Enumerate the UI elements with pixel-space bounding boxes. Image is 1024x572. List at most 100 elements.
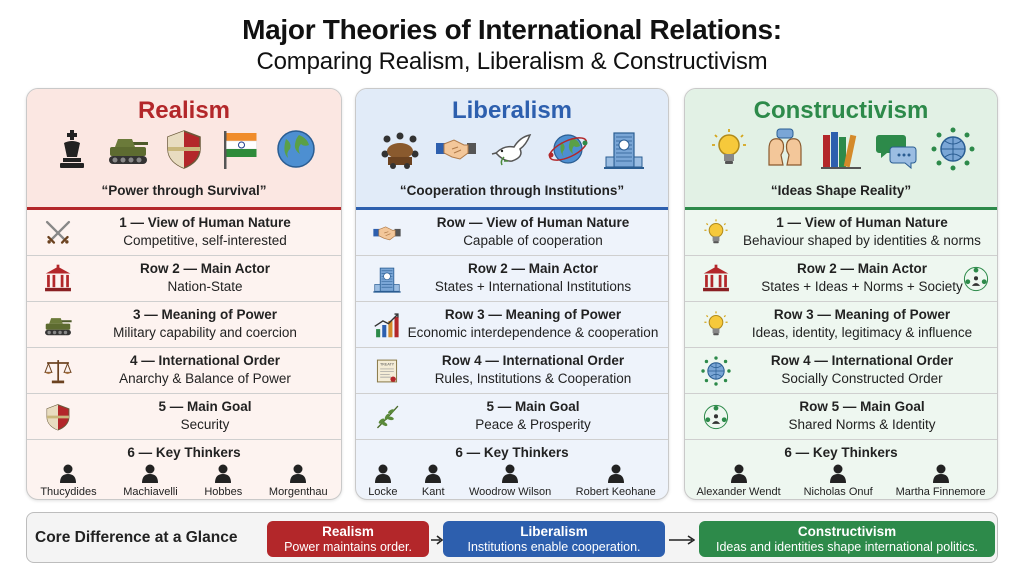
lightbulb-icon <box>701 218 731 248</box>
thinker-name: Martha Finnemore <box>895 486 986 498</box>
thinker-name: Nicholas Onuf <box>803 486 873 498</box>
thinker-name: Alexander Wendt <box>696 486 781 498</box>
person-icon <box>139 462 161 484</box>
row-title: 6 — Key Thinkers <box>455 445 569 460</box>
thinker: Woodrow Wilson <box>469 462 551 498</box>
footer-label: Core Difference at a Glance <box>35 529 238 546</box>
liberalism-rows: Row — View of Human Nature Capable of co… <box>356 210 668 499</box>
shield-icon <box>43 402 73 432</box>
row-value: Rules, Institutions & Cooperation <box>434 371 632 386</box>
constructivism-title: Constructivism <box>753 97 929 124</box>
person-icon <box>827 462 849 484</box>
person-icon <box>212 462 234 484</box>
row-title: 5 — Main Goal <box>158 399 252 414</box>
row-title: Row 2 — Main Actor <box>467 261 598 276</box>
network-globe-icon <box>931 127 975 171</box>
footer-box-title: Realism <box>322 524 374 539</box>
row-title: Row 3 — Meaning of Power <box>444 307 622 322</box>
footer-constructivism-box: Constructivism Ideas and identities shap… <box>699 521 995 557</box>
title-block: Major Theories of International Relation… <box>0 14 1024 76</box>
chess-king-icon <box>50 127 94 171</box>
liberalism-row-order: Row 4 — International Order Rules, Insti… <box>356 348 668 394</box>
thinker-name: Locke <box>368 486 398 498</box>
thinker: Kant <box>422 462 445 498</box>
row-title: 4 — International Order <box>129 353 281 368</box>
row-value: States + Ideas + Norms + Society <box>761 279 963 294</box>
row-value: Military capability and coercion <box>113 325 297 340</box>
row-value: Shared Norms & Identity <box>788 417 936 432</box>
core-difference-footer: Core Difference at a Glance Realism Powe… <box>26 512 998 563</box>
footer-box-text: Power maintains order. <box>284 540 412 554</box>
person-icon <box>422 462 444 484</box>
liberalism-row-main-actor: Row 2 — Main Actor States + Internationa… <box>356 256 668 302</box>
row-value: Nation-State <box>167 279 243 294</box>
thinker-name: Morgenthau <box>268 486 328 498</box>
thinker: Locke <box>368 462 398 498</box>
constructivism-row-power: Row 3 — Meaning of Power Ideas, identity… <box>685 302 997 348</box>
constructivism-row-human-nature: 1 — View of Human Nature Behaviour shape… <box>685 210 997 256</box>
row-value: Ideas, identity, legitimacy & influence <box>751 325 973 340</box>
handshake-icon <box>434 127 478 171</box>
row-title: 1 — View of Human Nature <box>776 215 948 230</box>
constructivism-panel: Constructivism “Ideas Shape Reality” 1 —… <box>684 88 998 500</box>
un-building-icon <box>602 127 646 171</box>
liberalism-row-goal: 5 — Main Goal Peace & Prosperity <box>356 394 668 440</box>
thinker: Machiavelli <box>123 462 178 498</box>
constructivism-row-main-actor: Row 2 — Main Actor States + Ideas + Norm… <box>685 256 997 302</box>
thinker: Thucydides <box>40 462 97 498</box>
row-value: Economic interdependence & cooperation <box>407 325 659 340</box>
constructivism-row-goal: Row 5 — Main Goal Shared Norms & Identit… <box>685 394 997 440</box>
parliament-icon <box>701 264 731 294</box>
thinker-name: Kant <box>421 486 445 498</box>
realism-row-goal: 5 — Main Goal Security <box>27 394 341 440</box>
thinker: Morgenthau <box>269 462 328 498</box>
liberalism-panel: Liberalism “Cooperation through Institut… <box>355 88 669 500</box>
liberalism-row-power: Row 3 — Meaning of Power Economic interd… <box>356 302 668 348</box>
treaty-scroll-icon <box>372 356 402 386</box>
realism-row-thinkers: 6 — Key Thinkers Thucydides Machiavelli … <box>27 440 341 499</box>
footer-box-title: Constructivism <box>797 524 897 539</box>
un-building-icon <box>372 264 402 294</box>
person-icon <box>287 462 309 484</box>
row-title: Row 3 — Meaning of Power <box>773 307 951 322</box>
arrow-right-icon <box>431 535 443 545</box>
row-title: Row 5 — Main Goal <box>799 399 925 414</box>
crossed-swords-icon <box>43 218 73 248</box>
liberalism-header-icons <box>356 127 668 171</box>
network-globe-icon <box>701 356 731 386</box>
thinker-name: Hobbes <box>204 486 243 498</box>
thinker-list: Thucydides Machiavelli Hobbes Morgenthau <box>27 462 341 498</box>
thinker: Robert Keohane <box>576 462 656 498</box>
meeting-table-icon <box>378 127 422 171</box>
row-title: Row 2 — Main Actor <box>796 261 927 276</box>
constructivism-row-thinkers: 6 — Key Thinkers Alexander Wendt Nichola… <box>685 440 997 499</box>
globe-icon <box>274 127 318 171</box>
liberalism-header: Liberalism “Cooperation through Institut… <box>356 89 668 210</box>
liberalism-tagline: “Cooperation through Institutions” <box>399 183 625 198</box>
thinker-name: Robert Keohane <box>575 486 656 498</box>
realism-tagline: “Power through Survival” <box>101 183 267 198</box>
subtitle: Comparing Realism, Liberalism & Construc… <box>256 48 768 75</box>
thinker-list: Alexander Wendt Nicholas Onuf Martha Fin… <box>685 462 997 498</box>
dove-icon <box>490 127 534 171</box>
olive-branch-icon <box>372 402 402 432</box>
row-value: Peace & Prosperity <box>475 417 591 432</box>
connected-globe-icon <box>546 127 590 171</box>
row-title: 1 — View of Human Nature <box>119 215 291 230</box>
realism-row-main-actor: Row 2 — Main Actor Nation-State <box>27 256 341 302</box>
row-title: 5 — Main Goal <box>486 399 580 414</box>
constructivism-rows: 1 — View of Human Nature Behaviour shape… <box>685 210 997 499</box>
row-title: 6 — Key Thinkers <box>784 445 898 460</box>
realism-row-power: 3 — Meaning of Power Military capability… <box>27 302 341 348</box>
thinker: Martha Finnemore <box>896 462 986 498</box>
realism-panel: Realism “Power through Survival” 1 — Vie… <box>26 88 342 500</box>
people-network-icon <box>701 402 731 432</box>
constructivism-tagline: “Ideas Shape Reality” <box>770 183 912 198</box>
handshake-icon <box>372 218 402 248</box>
growth-chart-icon <box>372 310 402 340</box>
people-network-icon <box>961 264 991 294</box>
india-flag-icon <box>218 127 262 171</box>
row-title: Row 4 — International Order <box>770 353 954 368</box>
realism-header: Realism “Power through Survival” <box>27 89 341 210</box>
